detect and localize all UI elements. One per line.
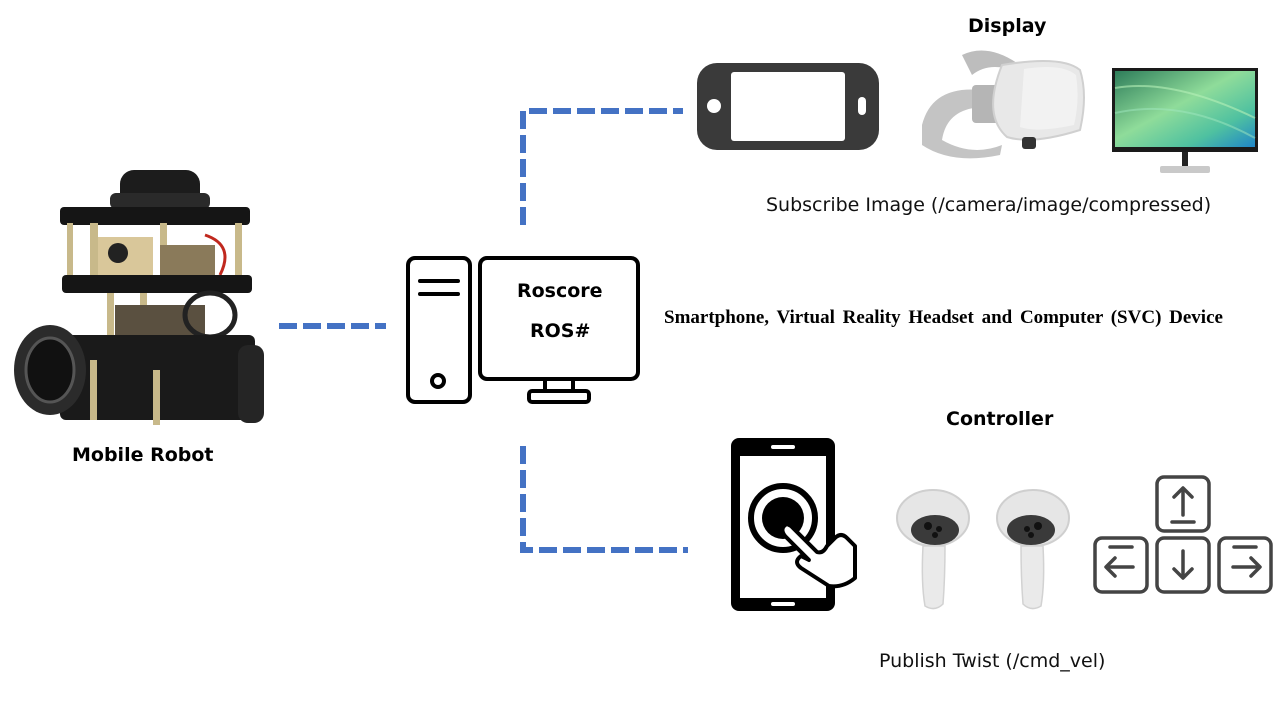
display-title: Display [968, 15, 1047, 37]
subscribe-image-caption: Subscribe Image (/camera/image/compresse… [766, 194, 1212, 216]
vr-controllers-icon [895, 488, 1080, 613]
ros-sharp-label: ROS# [530, 320, 591, 342]
controller-title: Controller [946, 408, 1054, 430]
down-arrow-key-icon [1155, 536, 1211, 594]
computer-icon [405, 255, 641, 405]
connector-computer-controller [520, 446, 688, 553]
left-arrow-key-icon [1093, 536, 1149, 594]
smartphone-landscape-icon [697, 63, 879, 150]
roscore-label: Roscore [517, 280, 603, 302]
up-arrow-key-icon [1155, 475, 1211, 533]
arrow-keys-icon [1093, 475, 1273, 595]
mobile-robot-label: Mobile Robot [72, 444, 214, 466]
touch-smartphone-icon [731, 438, 861, 611]
vr-headset-icon [912, 45, 1090, 160]
svc-device-title: Smartphone, Virtual Reality Headset and … [664, 307, 1223, 328]
mobile-robot-image [10, 165, 270, 425]
right-arrow-key-icon [1217, 536, 1273, 594]
publish-twist-caption: Publish Twist (/cmd_vel) [879, 650, 1106, 672]
monitor-icon [1112, 68, 1258, 175]
connector-computer-display [520, 108, 683, 225]
